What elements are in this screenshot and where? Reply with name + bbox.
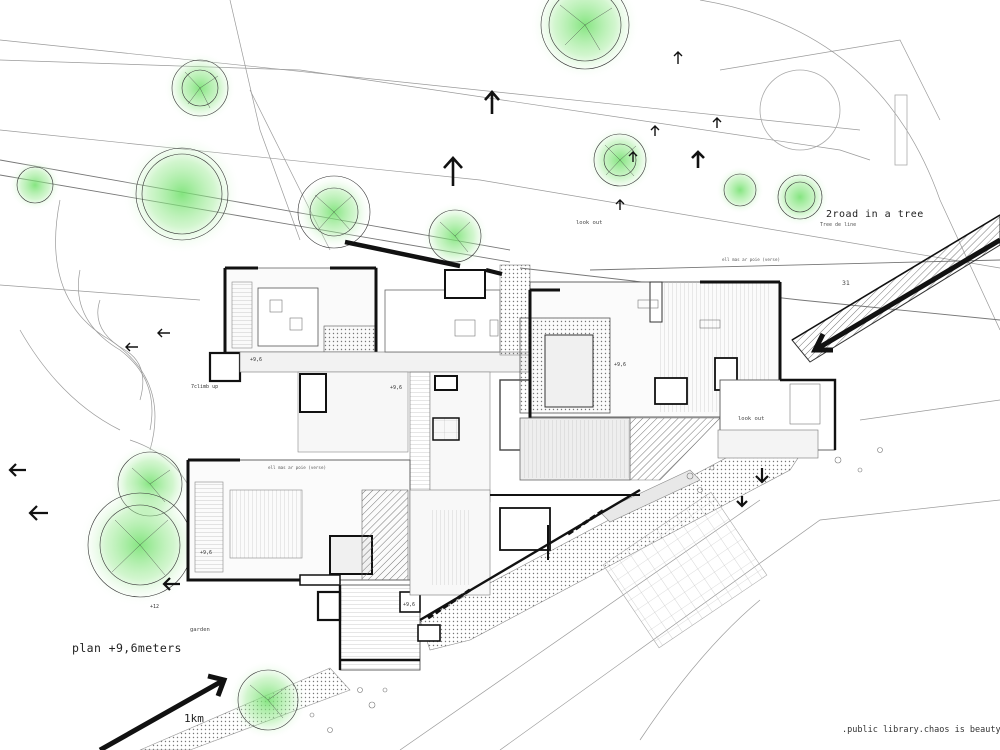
distance-label: 1km xyxy=(184,712,204,725)
building-east-hall xyxy=(519,280,837,481)
road-label: 2road in a tree xyxy=(826,209,924,220)
catalogue-note: ell mas ar poie (verse) xyxy=(268,465,326,470)
stair-label: 7climb up xyxy=(191,384,219,390)
central-spine xyxy=(239,264,539,503)
plan-level-label: plan +9,6meters xyxy=(72,641,182,655)
building-south-west xyxy=(186,458,411,586)
lookout-label: look out xyxy=(576,220,603,226)
roundabout xyxy=(759,69,841,151)
tree-branches xyxy=(111,4,637,719)
area-number-label: 31 xyxy=(842,279,850,287)
lookout-label-east: look out xyxy=(738,416,765,422)
accent-walls xyxy=(344,239,605,620)
site-furniture xyxy=(269,299,883,733)
access-bridge-east xyxy=(791,214,1000,363)
elevation-label: +9,6 xyxy=(200,550,213,556)
elevation-label: +9,6 xyxy=(250,357,263,363)
catalogue-note-east: ell mas ar poie (verse) xyxy=(722,257,780,262)
sheet-footer-caption: .public library.chaos is beauty xyxy=(842,725,1000,735)
building-south-core xyxy=(316,488,641,671)
road-sublabel: Tree de line xyxy=(820,222,857,228)
elevation-label: +9,6 xyxy=(614,362,627,368)
elevation-label: +9,6 xyxy=(390,385,403,391)
elevation-label: +9,6 xyxy=(403,602,416,608)
elevation-label: +12 xyxy=(150,604,160,610)
direction-arrows xyxy=(8,51,1000,750)
ramp-terrace xyxy=(419,439,801,651)
garden-label: garden xyxy=(190,627,210,633)
building-west-wing xyxy=(208,266,378,383)
